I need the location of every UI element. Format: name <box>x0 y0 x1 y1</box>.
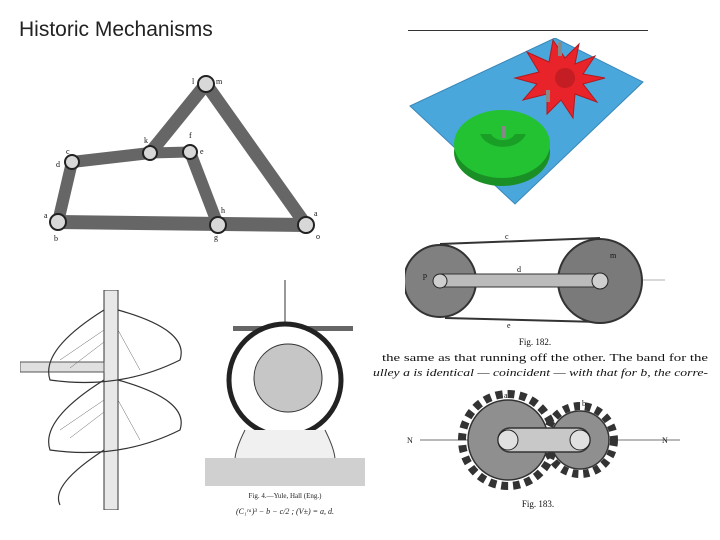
fig-182-caption: Fig. 182. <box>519 337 551 347</box>
gear-label-n-right: N <box>662 436 668 445</box>
pulley-label-p: p <box>423 271 427 280</box>
fig-4-caption: Fig. 4.—Yule, Hall (Eng.) <box>249 492 323 500</box>
label-d: d <box>56 160 60 169</box>
text-line-1: the same as that running off the other. … <box>382 353 708 364</box>
belt-pulley-figure: c d e p m Fig. 182. <box>405 232 665 347</box>
label-o: o <box>316 232 320 241</box>
text-line-2: ulley a is identical — coincident — with… <box>373 368 709 379</box>
pulley-label-e: e <box>507 321 511 330</box>
label-h: h <box>221 206 225 215</box>
label-c: c <box>66 147 70 156</box>
label-e: e <box>200 147 204 156</box>
screw-conveyor-figure <box>20 290 182 510</box>
book-text: the same as that running off the other. … <box>373 353 709 379</box>
label-l: l <box>192 77 195 86</box>
label-m: m <box>216 77 223 86</box>
fig-4-formula: (C₁ʳᵃ)³ − b − c/2 ; (V±) = a, d. <box>236 507 334 516</box>
gear-label-a: a <box>504 391 508 400</box>
geneva-gear-model <box>409 38 644 205</box>
gear-label-n-left: N <box>407 436 413 445</box>
page-title: Historic Mechanisms <box>19 18 213 41</box>
eccentric-mechanism-figure: Fig. 4.—Yule, Hall (Eng.) (C₁ʳᵃ)³ − b − … <box>205 280 365 516</box>
pulley-label-m: m <box>610 251 617 260</box>
label-f: f <box>189 131 192 140</box>
linkage-diagram: l m c d k f e h a b a o g <box>44 75 320 243</box>
label-b: b <box>54 234 58 243</box>
gear-pair-figure: a b N N Fig. 183. <box>407 390 680 509</box>
label-a-right: a <box>314 209 318 218</box>
gear-label-b: b <box>582 399 586 408</box>
label-k: k <box>144 136 148 145</box>
pulley-label-d: d <box>517 265 521 274</box>
label-a-left: a <box>44 211 48 220</box>
header-rule <box>408 30 648 31</box>
fig-183-caption: Fig. 183. <box>522 499 554 509</box>
pulley-label-c: c <box>505 232 509 241</box>
label-g: g <box>214 233 218 242</box>
